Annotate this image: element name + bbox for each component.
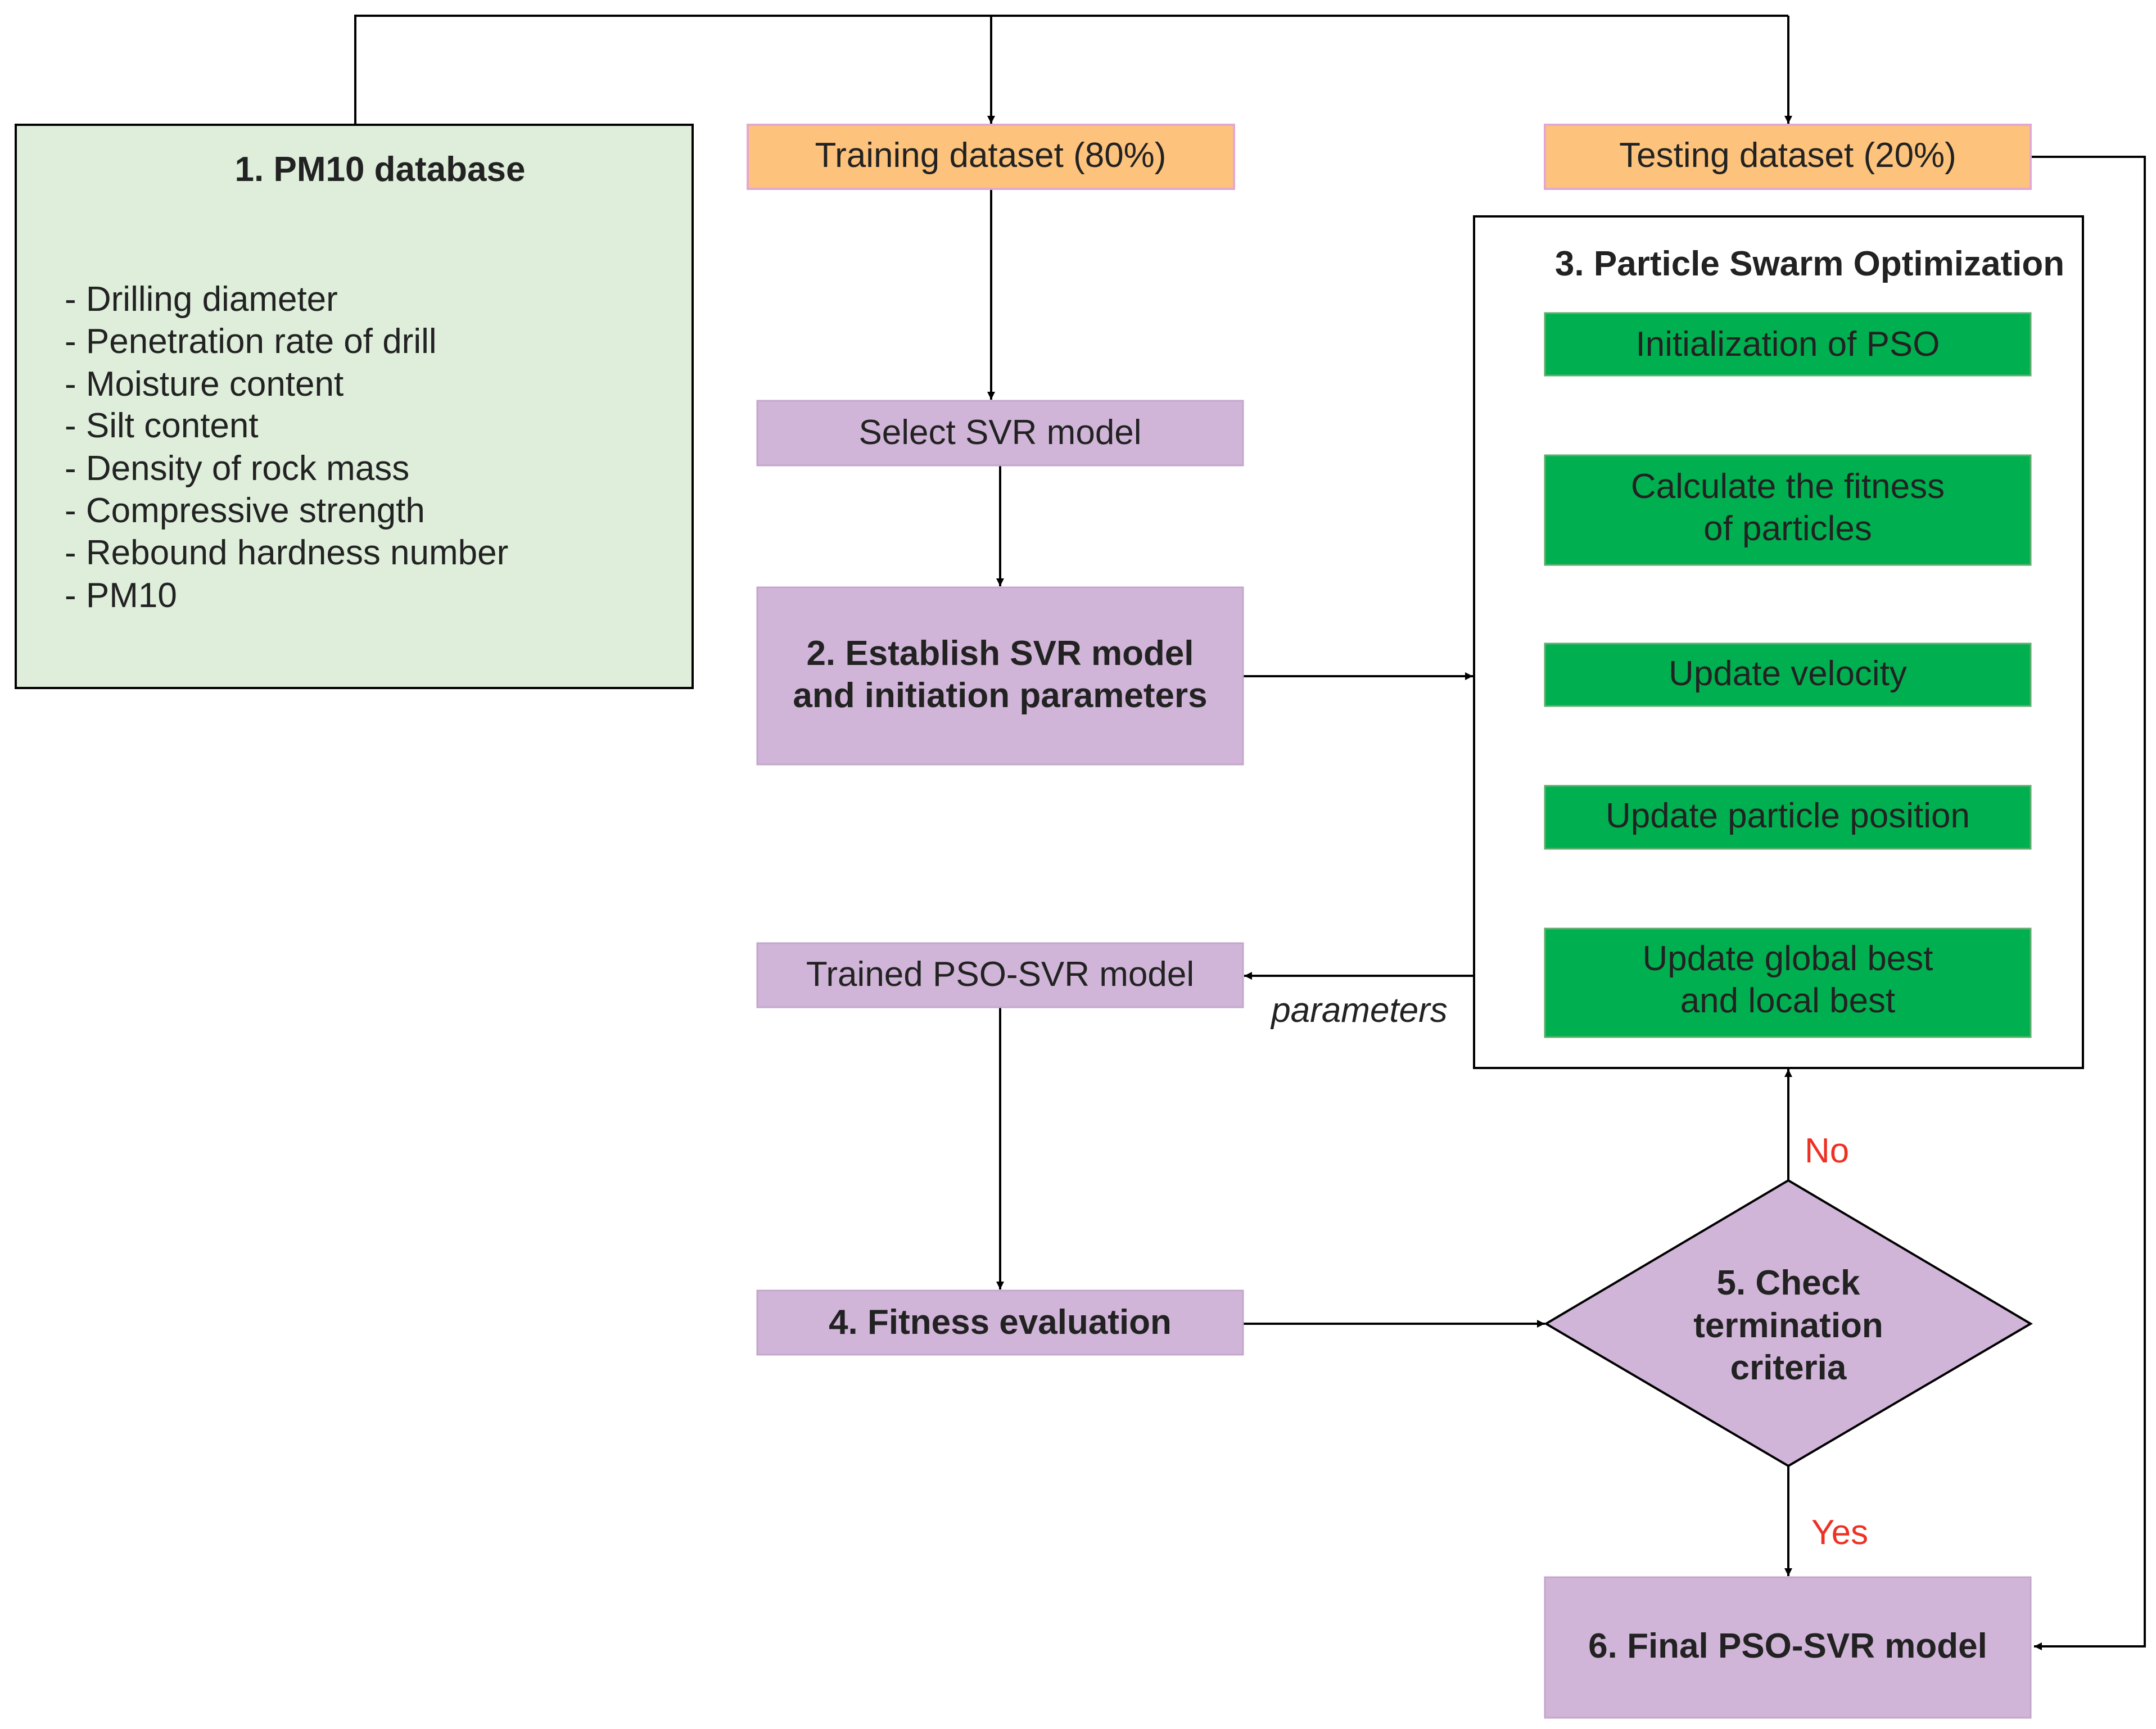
- testing-dataset-box: Testing dataset (20%): [1544, 124, 2032, 190]
- establish-svr-line2: and initiation parameters: [793, 676, 1207, 715]
- database-item: - Compressive strength: [65, 491, 425, 530]
- testing-dataset-background: [1544, 124, 2032, 190]
- edge-testing-to-final: [2031, 156, 2146, 1650]
- establish-svr-background: [756, 586, 1244, 766]
- training-dataset-label: Training dataset (80%): [815, 136, 1167, 175]
- database-item: - Penetration rate of drill: [65, 322, 437, 361]
- select-svr-label: Select SVR model: [858, 413, 1141, 452]
- pso-step-best: Update global best and local best: [1544, 927, 2032, 1038]
- pso-step-label: Initialization of PSO: [1635, 325, 1940, 364]
- database-item: - Moisture content: [65, 365, 343, 404]
- database-item: - Drilling diameter: [65, 280, 338, 319]
- pso-step-label: Update velocity: [1669, 654, 1907, 693]
- final-model-label: 6. Final PSO-SVR model: [1588, 1627, 1987, 1665]
- check-termination-line3: criteria: [1730, 1348, 1847, 1387]
- pso-step-fitness: Calculate the fitness of particles: [1544, 454, 2032, 566]
- pso-step-label: and local best: [1680, 981, 1896, 1020]
- final-model-background: [1544, 1576, 2032, 1719]
- connectors: [354, 15, 2146, 1650]
- trained-model-box: Trained PSO-SVR model: [756, 942, 1244, 1008]
- database-title: 1. PM10 database: [235, 150, 526, 189]
- database-item: - PM10: [65, 576, 177, 615]
- training-dataset-background: [747, 124, 1235, 190]
- pso-step-background: [1544, 927, 2032, 1038]
- pso-step-velocity: Update velocity: [1544, 642, 2032, 707]
- pso-container: 3. Particle Swarm Optimization Initializ…: [1473, 215, 2084, 1069]
- trained-model-label: Trained PSO-SVR model: [806, 955, 1194, 994]
- database-item: - Rebound hardness number: [65, 533, 508, 572]
- database-background: [15, 124, 694, 689]
- establish-svr-box: 2. Establish SVR model and initiation pa…: [756, 586, 1244, 766]
- pso-step-label: Calculate the fitness: [1631, 467, 1945, 506]
- select-svr-box: Select SVR model: [756, 400, 1244, 467]
- pso-step-label: of particles: [1703, 509, 1872, 548]
- pso-title: 3. Particle Swarm Optimization: [1555, 245, 2064, 283]
- pso-step-background: [1544, 312, 2032, 377]
- pso-step-label: Update global best: [1642, 939, 1933, 978]
- pso-step-background: [1544, 642, 2032, 707]
- fitness-evaluation-label: 4. Fitness evaluation: [829, 1303, 1172, 1342]
- check-termination-line1: 5. Check: [1716, 1264, 1860, 1302]
- edge-label-parameters: parameters: [1270, 991, 1448, 1030]
- check-termination-line2: termination: [1693, 1306, 1883, 1345]
- database-item: - Density of rock mass: [65, 449, 409, 488]
- testing-dataset-label: Testing dataset (20%): [1619, 136, 1956, 175]
- pso-step-label: Update particle position: [1606, 796, 1970, 835]
- pso-step-background: [1544, 454, 2032, 566]
- pso-step-position: Update particle position: [1544, 785, 2032, 850]
- pso-step-initialization: Initialization of PSO: [1544, 312, 2032, 377]
- establish-svr-line1: 2. Establish SVR model: [806, 634, 1194, 673]
- fitness-evaluation-background: [756, 1289, 1244, 1356]
- trained-model-background: [756, 942, 1244, 1008]
- select-svr-background: [756, 400, 1244, 467]
- database-box: 1. PM10 database - Drilling diameter - P…: [15, 124, 694, 689]
- final-model-box: 6. Final PSO-SVR model: [1544, 1576, 2032, 1719]
- edge-database-to-datasets: [354, 15, 1788, 125]
- training-dataset-box: Training dataset (80%): [747, 124, 1235, 190]
- edge-label-yes: Yes: [1811, 1513, 1868, 1552]
- check-termination-diamond: 5. Check termination criteria: [1544, 1179, 2033, 1468]
- pso-step-background: [1544, 785, 2032, 850]
- edge-label-no: No: [1805, 1131, 1849, 1170]
- check-termination-shape: [1544, 1179, 2033, 1468]
- fitness-evaluation-box: 4. Fitness evaluation: [756, 1289, 1244, 1356]
- database-item: - Silt content: [65, 406, 259, 445]
